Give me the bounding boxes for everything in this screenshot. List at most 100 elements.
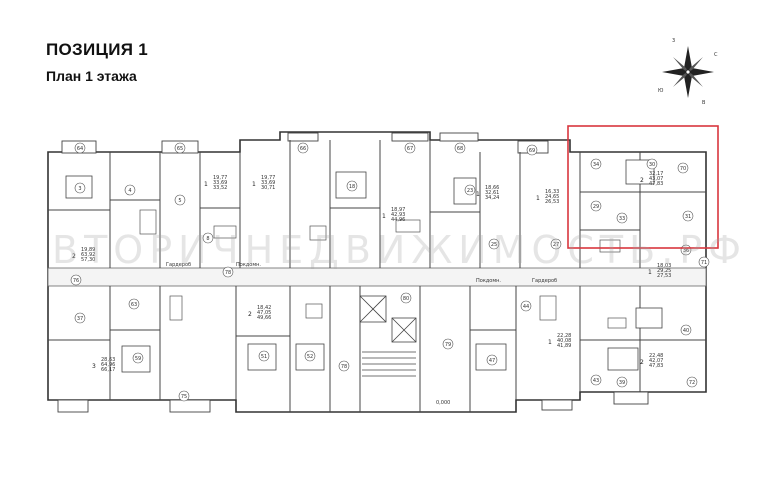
room-number: 43 [590, 374, 602, 386]
svg-text:26,53: 26,53 [545, 199, 559, 205]
svg-text:75: 75 [181, 394, 187, 400]
room-number: 37 [74, 312, 86, 324]
svg-text:25: 25 [491, 242, 497, 248]
svg-text:1: 1 [548, 339, 552, 346]
svg-text:40: 40 [683, 328, 689, 334]
svg-text:70: 70 [680, 166, 686, 172]
room-number: 27 [550, 238, 562, 250]
svg-text:27: 27 [553, 242, 559, 248]
svg-text:8: 8 [206, 236, 209, 242]
svg-text:37: 37 [77, 316, 83, 322]
svg-text:64: 64 [77, 146, 83, 152]
room-number: 44 [520, 300, 532, 312]
svg-text:76: 76 [73, 278, 79, 284]
svg-text:2: 2 [640, 359, 644, 366]
svg-text:4: 4 [128, 188, 131, 194]
svg-text:5: 5 [178, 198, 181, 204]
corridor [47, 267, 707, 287]
room-number: 52 [304, 350, 316, 362]
svg-text:33: 33 [619, 216, 625, 222]
room-number: 36 [680, 244, 692, 256]
room-number: 67 [404, 142, 416, 154]
svg-text:29,25: 29,25 [657, 268, 671, 274]
bed-icons [65, 159, 663, 373]
svg-text:18,66: 18,66 [485, 185, 499, 191]
svg-text:22,28: 22,28 [557, 333, 571, 339]
room-number: 23 [464, 184, 476, 196]
svg-text:67: 67 [407, 146, 413, 152]
svg-text:24,65: 24,65 [545, 194, 559, 200]
room-number: 4 [124, 184, 136, 196]
room-number: 70 [677, 162, 689, 174]
room-number: 66 [297, 142, 309, 154]
svg-text:36: 36 [683, 248, 689, 254]
room-number: 25 [488, 238, 500, 250]
room-number: 75 [178, 390, 190, 402]
apartment-info: 1 18,66 32,61 34,24 [476, 185, 499, 201]
svg-text:49,66: 49,66 [257, 315, 271, 321]
svg-text:42,07: 42,07 [649, 358, 663, 364]
svg-text:64,96: 64,96 [101, 362, 115, 368]
page-subtitle: План 1 этажа [46, 68, 137, 84]
corridor-label: Гардероб [532, 278, 557, 284]
apartment-info: 3 28,63 64,96 66,17 [92, 357, 115, 373]
apartment-info: 2 32,17 43,07 47,83 [640, 171, 663, 187]
svg-text:33,69: 33,69 [261, 180, 275, 186]
svg-text:19,77: 19,77 [213, 175, 227, 181]
svg-text:47,83: 47,83 [649, 363, 663, 369]
staircase [359, 295, 417, 377]
svg-text:16,33: 16,33 [545, 189, 559, 195]
svg-text:79: 79 [445, 342, 451, 348]
svg-text:44,96: 44,96 [391, 217, 405, 223]
svg-text:59: 59 [135, 356, 141, 362]
room-number: 80 [400, 292, 412, 304]
room-number: 47 [486, 354, 498, 366]
svg-text:1: 1 [536, 195, 540, 202]
svg-text:65: 65 [177, 146, 183, 152]
svg-text:33,52: 33,52 [213, 185, 227, 191]
corridor-label: Гардероб [166, 262, 191, 268]
compass-label-n: С [714, 52, 718, 58]
room-number: 71 [698, 256, 710, 268]
svg-text:27,53: 27,53 [657, 273, 671, 279]
svg-text:34: 34 [593, 162, 599, 168]
room-number: 78 [338, 360, 350, 372]
svg-text:78: 78 [341, 364, 347, 370]
apartment-info: 2 18,42 47,05 49,66 [248, 305, 271, 321]
room-number: 64 [74, 142, 86, 154]
room-number: 5 [174, 194, 186, 206]
svg-text:30,71: 30,71 [261, 185, 275, 191]
svg-text:18,03: 18,03 [657, 263, 671, 269]
apartment-info: 1 22,28 40,08 41,89 [548, 333, 571, 349]
apartment-info: 2 22,48 42,07 47,83 [640, 353, 663, 369]
svg-text:51: 51 [261, 354, 267, 360]
level-mark: 0,000 [436, 400, 450, 406]
apartment-info: 1 18,03 29,25 27,53 [648, 263, 671, 279]
svg-text:44: 44 [523, 304, 529, 310]
apartment-info: 1 16,33 24,65 26,53 [536, 189, 559, 205]
room-number: 33 [616, 212, 628, 224]
svg-text:71: 71 [701, 260, 707, 266]
bathroom-fixtures [139, 209, 627, 329]
svg-text:18: 18 [349, 184, 355, 190]
svg-text:78: 78 [225, 270, 231, 276]
room-number: 65 [174, 142, 186, 154]
compass-icon: 3 С Ю В [658, 38, 718, 106]
svg-text:2: 2 [640, 177, 644, 184]
svg-text:43,07: 43,07 [649, 176, 663, 182]
apartment-info: 2 19,89 63,92 57,30 [72, 247, 95, 263]
page-title: ПОЗИЦИЯ 1 [46, 40, 149, 59]
svg-text:19,89: 19,89 [81, 247, 95, 253]
svg-text:30: 30 [649, 162, 655, 168]
compass-label-e: В [702, 100, 706, 106]
svg-text:34,24: 34,24 [485, 195, 499, 201]
svg-text:1: 1 [382, 213, 386, 220]
svg-text:66,17: 66,17 [101, 367, 115, 373]
svg-text:66: 66 [300, 146, 306, 152]
corridor-label: Покдомн. [476, 278, 501, 284]
svg-text:47: 47 [489, 358, 495, 364]
svg-text:69: 69 [529, 148, 535, 154]
apartment-info: 1 19,77 33,69 33,52 [204, 175, 227, 191]
room-number: 51 [258, 350, 270, 362]
